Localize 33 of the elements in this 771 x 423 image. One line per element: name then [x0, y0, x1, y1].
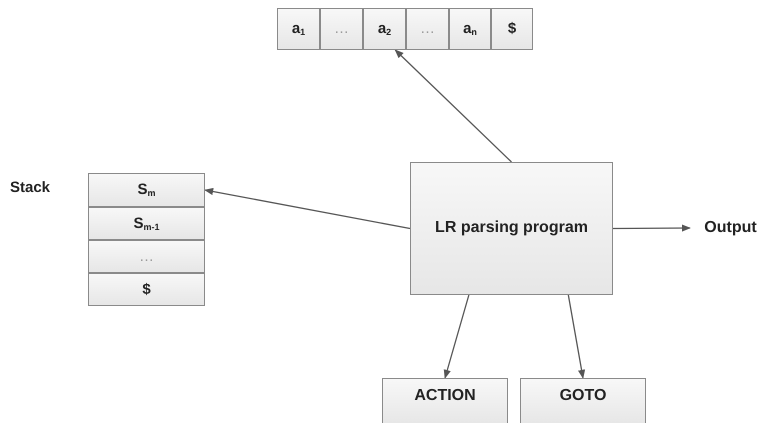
cell-text: LR parsing program	[435, 219, 588, 238]
cell	[277, 8, 320, 50]
cell	[406, 8, 449, 50]
ellipsis: …	[334, 20, 349, 38]
cell-text: S$_{m-1}$	[133, 214, 160, 232]
cell	[363, 8, 406, 50]
cell-text: $	[508, 20, 516, 38]
cell	[320, 8, 363, 50]
ellipsis: …	[139, 248, 154, 266]
cell	[520, 378, 646, 423]
cell-text: S$_{m}$	[137, 181, 156, 199]
cell	[88, 207, 205, 240]
arrow	[204, 188, 410, 230]
arrow	[444, 294, 470, 379]
arrow	[394, 49, 512, 162]
output-label: Output	[704, 218, 757, 238]
cell-text: $	[142, 280, 151, 298]
cell-text: ACTION	[414, 387, 476, 406]
cell-text: a$_{n}$	[463, 20, 477, 38]
process-box	[410, 162, 613, 295]
cell	[88, 273, 205, 306]
cell-text: GOTO	[560, 387, 606, 406]
arrow	[568, 294, 586, 379]
arrow	[613, 224, 691, 232]
cell	[88, 173, 205, 207]
cell-text: a$_{2}$	[378, 20, 392, 38]
cell-text: a$_{1}$	[292, 20, 306, 38]
cell	[88, 240, 205, 273]
cell	[449, 8, 491, 50]
cell	[382, 378, 508, 423]
cell	[491, 8, 533, 50]
stack-label: Stack	[10, 179, 50, 196]
ellipsis: …	[420, 20, 435, 38]
